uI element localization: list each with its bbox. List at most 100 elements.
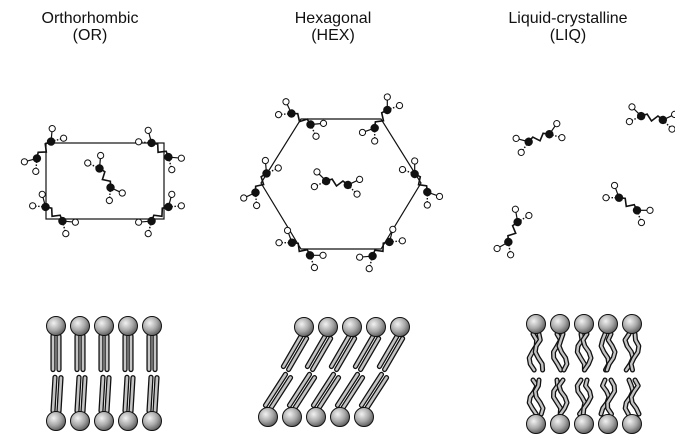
chain-cross-section	[358, 93, 404, 145]
lipid-head	[598, 414, 618, 434]
lipid-tail	[528, 332, 538, 372]
lipid-head	[142, 411, 162, 431]
unit-cell	[45, 142, 165, 220]
lipid-head	[366, 317, 386, 337]
carbon-atom	[95, 164, 104, 173]
chain-cross-section	[135, 190, 185, 238]
hydrogen-atom	[389, 225, 397, 233]
carbon-atom	[636, 111, 646, 121]
lipid-tail	[354, 334, 375, 368]
lipid-head	[94, 411, 114, 431]
hydrogen-bond-dashed	[147, 220, 153, 234]
hydrogen-bond-dashed	[629, 115, 642, 123]
lipid-head	[550, 414, 570, 434]
hydrogen-atom	[32, 167, 40, 175]
lipid-tail	[630, 378, 641, 416]
lipid-head	[46, 411, 66, 431]
hydrogen-atom	[105, 196, 113, 205]
hydrogen-bond-dashed	[309, 255, 316, 268]
phase-name: Liquid-crystalline	[508, 10, 628, 27]
carbon-atom	[423, 187, 432, 197]
hydrogen-bond-dashed	[636, 210, 643, 223]
hydrogen-atom	[135, 218, 143, 226]
hydrogen-atom	[493, 244, 501, 253]
hydrogen-atom	[628, 103, 636, 111]
hydrogen-bond-dashed	[138, 141, 152, 144]
hydrogen-atom	[365, 265, 373, 273]
hydrogen-atom	[512, 134, 520, 142]
hydrogen-atom	[313, 168, 321, 176]
hydrogen-atom	[62, 230, 70, 238]
lipid-tail	[282, 334, 303, 368]
hydrogen-bond-dashed	[314, 180, 327, 188]
carbon-atom	[410, 169, 419, 179]
lipid-tail	[269, 376, 292, 410]
hydrogen-atom	[319, 119, 328, 127]
phase-title-liquid-crystalline: Liquid-crystalline (LIQ)	[468, 10, 668, 44]
lipid-tail	[288, 373, 311, 407]
hydrogen-atom	[353, 190, 361, 198]
carbon-atom	[32, 154, 42, 163]
chain-cross-section	[310, 168, 364, 198]
lipid-head	[258, 407, 278, 427]
carbon-atom	[251, 188, 260, 197]
lipid-tail	[293, 376, 316, 410]
hydrogen-bond-dashed	[87, 162, 100, 170]
lipid-tail	[81, 376, 87, 413]
chain-cross-section	[356, 225, 406, 273]
hydrogen-atom	[423, 201, 431, 209]
carbon-atom	[287, 109, 296, 118]
hydrogen-bond-dashed	[35, 158, 38, 172]
chain-cross-section	[135, 126, 185, 174]
hydrogen-atom	[625, 117, 633, 126]
hydrogen-atom	[602, 194, 610, 202]
hydrogen-atom	[517, 148, 525, 157]
hydrogen-atom	[525, 211, 533, 220]
hydrogen-atom	[312, 132, 320, 140]
lipid-head	[294, 317, 314, 337]
lipid-tail	[365, 376, 388, 410]
phase-abbreviation: (OR)	[72, 27, 108, 44]
lipid-tail	[336, 373, 359, 407]
hydrogen-atom	[261, 156, 269, 165]
hydrogen-atom	[118, 189, 126, 197]
lipid-tail	[582, 378, 593, 416]
chain-cross-section	[20, 125, 68, 175]
hydrogen-atom	[253, 201, 261, 210]
lipid-head	[70, 411, 90, 431]
hydrogen-bond-dashed	[254, 192, 258, 206]
hydrogen-atom	[671, 110, 675, 119]
lipid-head	[550, 314, 570, 334]
hydrogen-atom	[168, 190, 176, 198]
carbon-atom	[385, 237, 394, 247]
carbon-atom	[41, 202, 50, 212]
lipid-head	[46, 316, 66, 336]
lipid-tail	[360, 373, 383, 407]
carbon-atom	[545, 130, 554, 139]
lipid-head	[318, 317, 338, 337]
carbon-atom	[524, 137, 533, 146]
lipid-head	[306, 407, 326, 427]
hydrogen-bond-dashed	[108, 187, 112, 201]
lipid-head	[622, 414, 642, 434]
lipid-tail	[335, 337, 356, 371]
lipid-tail	[147, 376, 153, 413]
hexagonal-bilayer	[258, 317, 410, 427]
hydrogen-atom	[398, 165, 407, 174]
hydrogen-atom	[283, 226, 292, 235]
lipid-head	[390, 317, 410, 337]
hydrogen-bond-dashed	[373, 128, 376, 142]
carbon-atom	[147, 216, 156, 226]
hydrogen-atom	[135, 138, 143, 146]
orthorhombic-lattice	[20, 125, 185, 238]
carbon-atom	[383, 105, 392, 115]
hydrogen-atom	[60, 134, 68, 142]
carbon-atom	[46, 137, 56, 146]
carbon-atom	[147, 138, 156, 148]
carbon-atom	[58, 216, 67, 226]
hydrogen-atom	[48, 125, 56, 133]
hydrogen-atom	[668, 125, 675, 133]
carbon-atom	[164, 152, 173, 162]
hydrogen-atom	[507, 251, 515, 259]
carbon-atom	[370, 123, 379, 133]
